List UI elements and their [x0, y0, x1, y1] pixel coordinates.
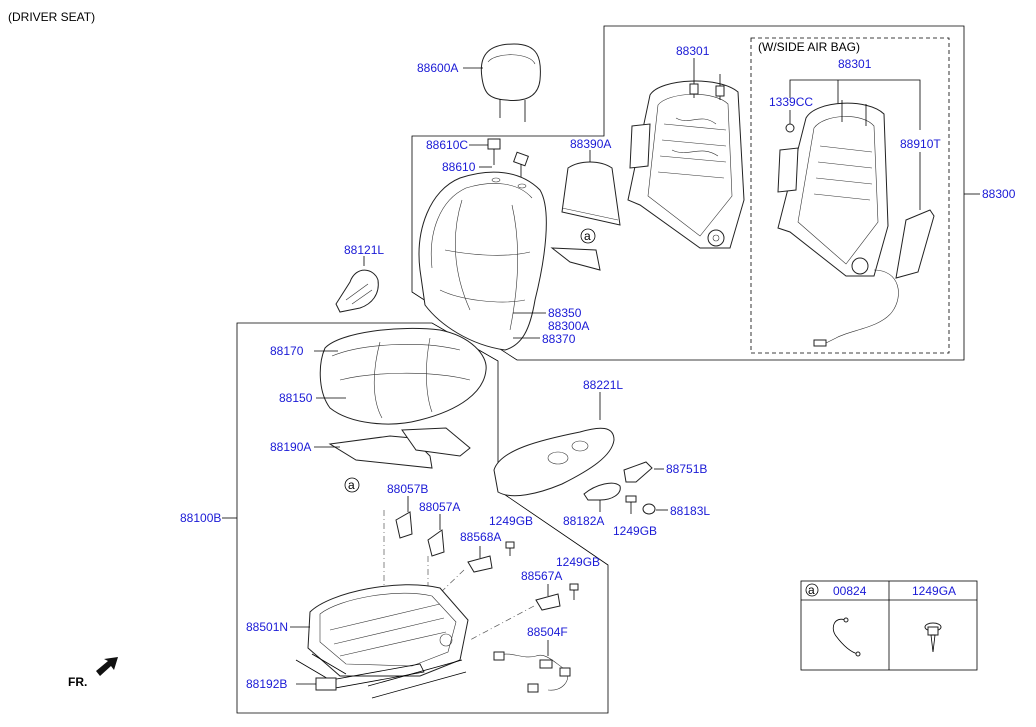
legend-marker: a [808, 583, 815, 597]
label-1249GB-b: 1249GB [489, 514, 533, 528]
label-88170: 88170 [270, 344, 304, 358]
label-88300A: 88300A [548, 319, 589, 333]
label-88350: 88350 [548, 306, 582, 320]
cushion-group-box [236, 322, 609, 714]
label-88600A: 88600A [417, 61, 458, 75]
label-88183L: 88183L [670, 504, 710, 518]
label-88301: 88301 [676, 44, 710, 58]
seat-back-frame-part [627, 72, 745, 249]
cushion-frame-part [295, 584, 469, 699]
legend-col1: 00824 [833, 584, 867, 598]
label-1339CC: 1339CC [769, 95, 813, 109]
label-88568A: 88568A [460, 530, 501, 544]
label-88910T: 88910T [900, 137, 941, 151]
label-88190A: 88190A [270, 440, 311, 454]
label-1249GB-a: 1249GB [613, 524, 657, 538]
front-arrow-icon [96, 657, 118, 676]
legend-table [800, 580, 978, 671]
label-88057A: 88057A [419, 500, 460, 514]
adjust-knob-part [623, 461, 653, 483]
label-88504F: 88504F [527, 625, 568, 639]
label-88610: 88610 [442, 160, 476, 174]
label-88182A: 88182A [563, 514, 604, 528]
bracket-88057A-part [427, 529, 445, 557]
lift-handle-part [583, 482, 621, 501]
label-88390A: 88390A [570, 137, 611, 151]
callout-a-back-text: a [584, 229, 591, 243]
label-88100B: 88100B [180, 511, 221, 525]
label-88301-airbag: 88301 [838, 57, 872, 71]
label-1249GB-c: 1249GB [556, 555, 600, 569]
cap-88183L-part [642, 503, 656, 515]
label-88501N: 88501N [246, 620, 288, 634]
label-88300: 88300 [982, 187, 1016, 201]
label-88567A: 88567A [521, 569, 562, 583]
screw-1249GB-c-part [569, 583, 579, 600]
label-88370: 88370 [542, 332, 576, 346]
side-airbag-box [750, 37, 950, 354]
side-airbag-note: (W/SIDE AIR BAG) [758, 40, 860, 54]
screw-1249GB-handle-part [625, 495, 637, 514]
clip-00824-part [832, 617, 861, 657]
legend-col2: 1249GA [912, 584, 956, 598]
label-88221L: 88221L [583, 378, 623, 392]
seat-back-board-part [550, 161, 621, 271]
label-88057B: 88057B [387, 482, 428, 496]
cover-88192B-part [315, 677, 337, 691]
wiring-harness-part [493, 651, 571, 693]
clip-1339CC-part [785, 123, 795, 133]
bracket-88568A-part [467, 555, 493, 573]
label-88751B: 88751B [666, 462, 707, 476]
label-88192B: 88192B [246, 677, 287, 691]
seat-back-cushion-part [418, 171, 547, 351]
headrest-guide-part [487, 138, 529, 178]
screw-1249GA-part [924, 622, 942, 653]
callout-a-cushion [344, 477, 360, 493]
label-88121L: 88121L [344, 243, 384, 257]
front-direction-label: FR. [68, 675, 87, 689]
cushion-mat-part [328, 427, 471, 469]
label-88150: 88150 [279, 391, 313, 405]
bracket-88567A-part [535, 593, 561, 611]
diagram-title: (DRIVER SEAT) [8, 10, 95, 24]
seat-back-frame-airbag-part [777, 100, 935, 347]
headrest-part [480, 43, 541, 122]
bracket-88057B-part [395, 511, 413, 539]
callout-a-back [580, 228, 596, 244]
recline-lever-part [335, 269, 379, 313]
callout-a-cushion-text: a [348, 478, 355, 492]
screw-1249GB-b-part [505, 541, 515, 556]
seat-cushion-part [319, 327, 487, 425]
side-cover-part [493, 427, 615, 497]
label-88610C: 88610C [426, 138, 468, 152]
